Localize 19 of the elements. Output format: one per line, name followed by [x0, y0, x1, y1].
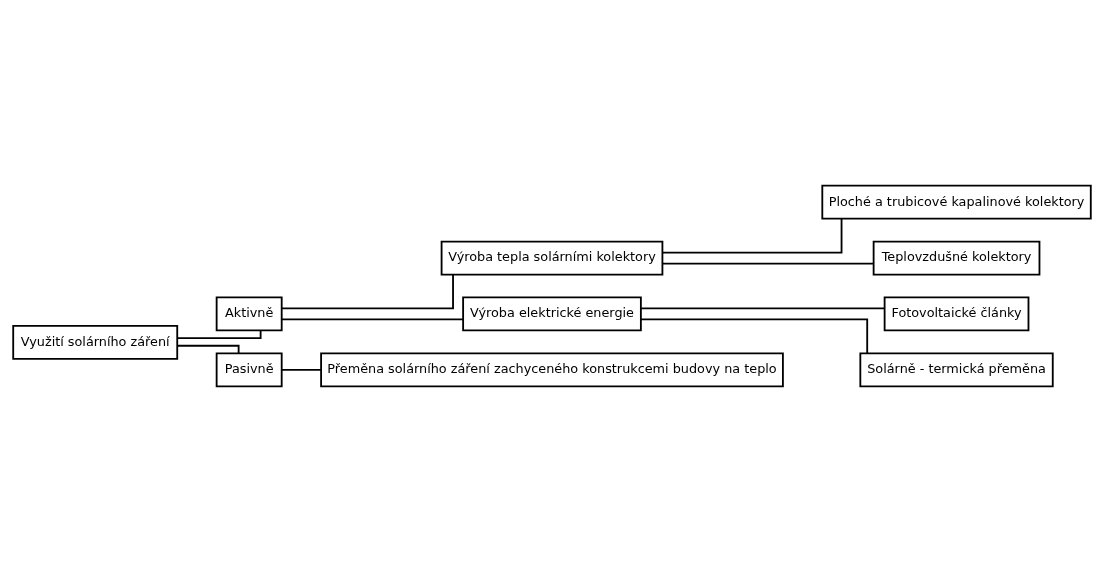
connector — [280, 318, 464, 321]
node-box: Výroba elektrické energie — [462, 296, 642, 332]
connector — [640, 307, 886, 310]
node-box: Fotovoltaické články — [883, 296, 1030, 332]
connector — [280, 368, 322, 371]
node-box: Pasivně — [215, 352, 283, 388]
connector — [661, 217, 843, 254]
connector — [640, 318, 869, 355]
node-box: Aktivně — [215, 296, 283, 332]
node-box: Teplovzdušné kolektory — [872, 240, 1041, 276]
node-box: Výroba tepla solárními kolektory — [440, 240, 664, 276]
node-box: Využití solárního záření — [12, 324, 179, 360]
connector — [176, 344, 240, 355]
connector — [661, 262, 875, 265]
connector — [281, 273, 454, 310]
node-box: Solárně - termická přeměna — [859, 352, 1054, 388]
node-box: Přeměna solárního záření zachyceného konstrukcemi budovy na teplo — [320, 352, 784, 388]
node-box: Ploché a trubicové kapalinové kolektory — [821, 184, 1092, 220]
connector — [176, 329, 262, 339]
